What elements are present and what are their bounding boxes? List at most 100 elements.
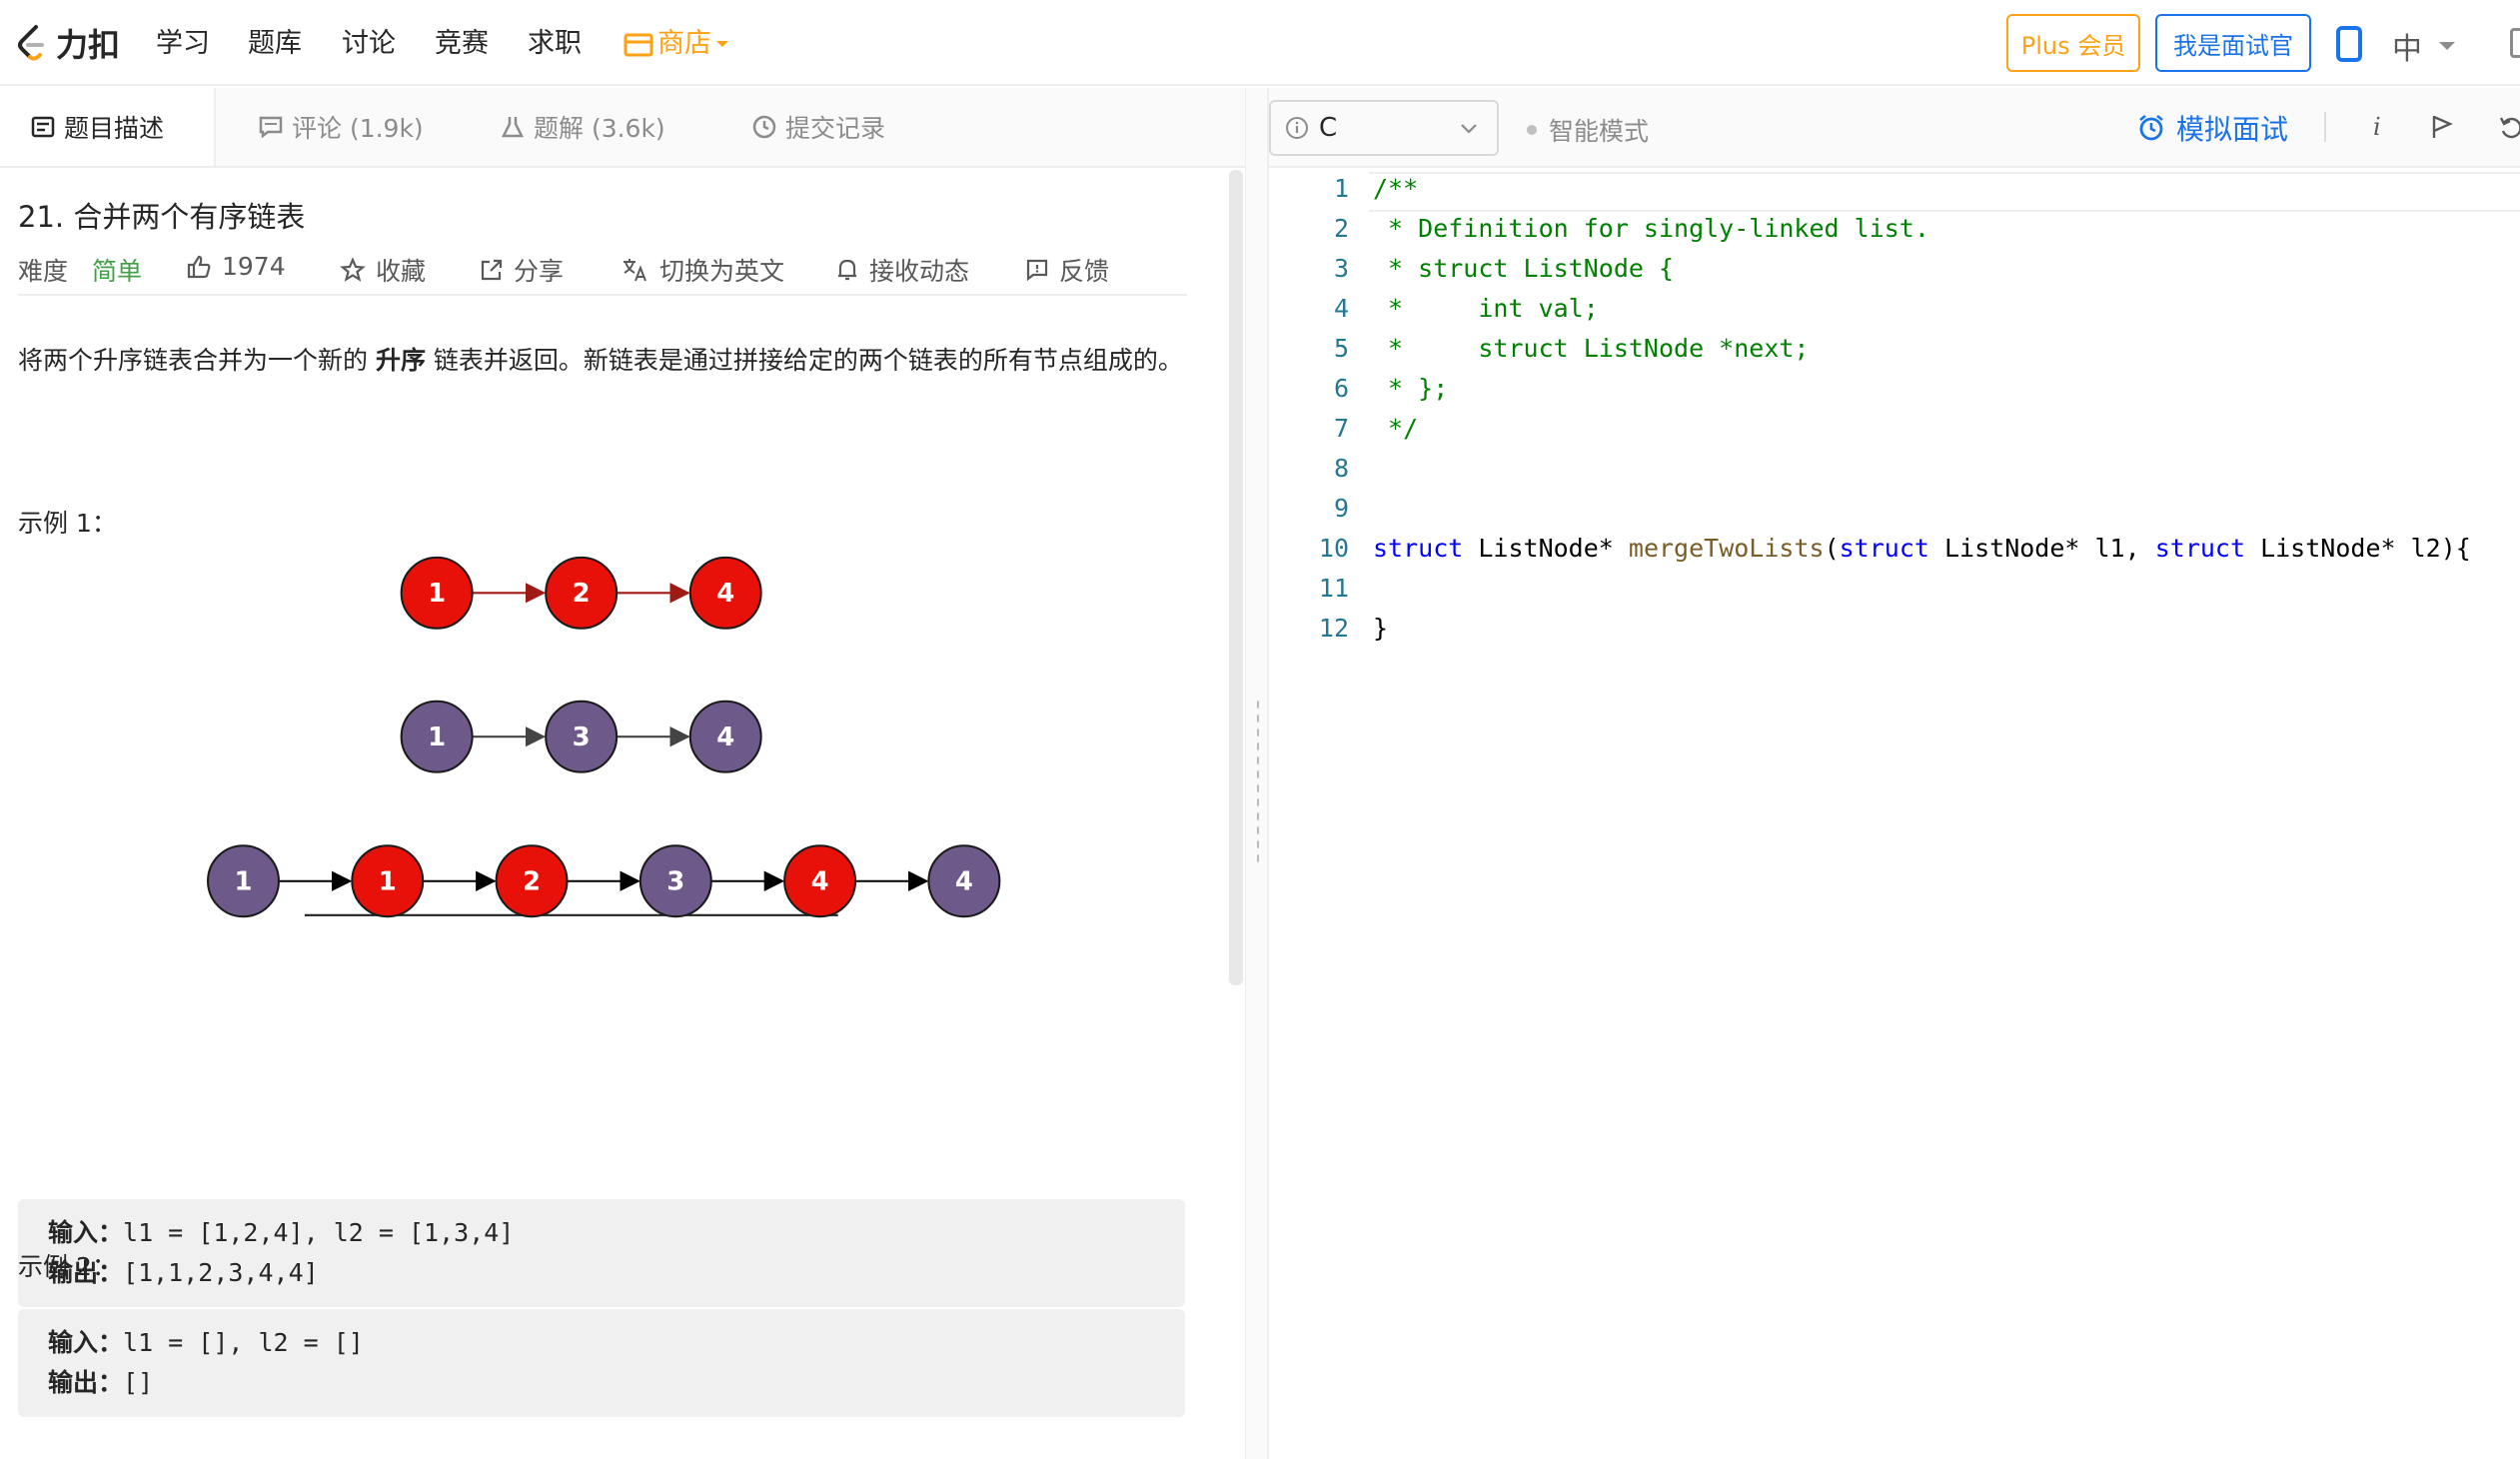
list1-node [400,556,474,630]
tab-label: 题解 (3.6k) [534,114,665,143]
language-label: 中 [2392,32,2422,67]
tab-comments[interactable]: 评论 (1.9k) [258,88,424,166]
translate-icon [624,259,646,282]
difficulty-value: 简单 [92,257,143,286]
output-key: 输出： [48,1368,124,1397]
line-number: 9 [1333,494,1349,523]
brand-name: 力扣 [56,26,121,64]
alarm-clock-icon [2139,114,2163,141]
star-icon [340,257,366,282]
mobile-icon[interactable] [2336,26,2362,62]
nav-item-contest[interactable]: 竞赛 [435,28,489,59]
merged-node [638,844,712,918]
line-number: 2 [1333,214,1349,243]
example-1-input: 输入：l1 = [1,2,4], l2 = [1,3,4] [48,1213,1155,1253]
feedback-button[interactable]: 反馈 [1025,252,1109,288]
line-number: 4 [1333,294,1349,323]
tab-description[interactable]: 题目描述 [0,88,216,166]
mock-interview-button[interactable]: 模拟面试 [2136,108,2288,148]
store-icon [624,33,653,57]
merged-node [207,844,280,918]
language-select[interactable]: C [1269,100,1499,156]
difficulty-label: 难度 [18,257,69,286]
reset-icon[interactable] [2498,113,2520,141]
editor-toolbar: C 智能模式 模拟面试 i [1269,88,2520,168]
tab-submissions[interactable]: 提交记录 [751,88,885,166]
nav-item-problems[interactable]: 题库 [248,28,302,59]
code-line: * int val; [1373,294,1599,323]
leetcode-logo-icon [18,25,44,61]
example-2-input: 输入：l1 = [], l2 = [] [48,1323,1155,1363]
merged-node [351,844,425,918]
panel-splitter[interactable] [1245,88,1269,1459]
share-button[interactable]: 分享 [480,252,564,288]
example-1-label: 示例 1： [18,509,117,538]
desc-text: 链表并返回。新链表是通过拼接给定的两个链表的所有节点组成的。 [425,346,1183,375]
line-number: 11 [1318,574,1349,603]
language-value: C [1319,113,1338,143]
flask-icon [500,114,526,140]
nav-item-jobs[interactable]: 求职 [528,28,582,59]
merged-node [495,844,569,918]
favorite-button[interactable]: 收藏 [340,252,426,288]
merged-node [783,844,857,918]
status-dot [1527,125,1537,135]
caret-down-icon [2439,42,2455,50]
problem-title: 21. 合并两个有序链表 [18,200,306,234]
share-label: 分享 [514,257,565,286]
language-switch[interactable]: 中 [2392,24,2456,68]
tab-label: 评论 (1.9k) [292,114,424,143]
interviewer-button[interactable]: 我是面试官 [2155,14,2311,72]
tab-solutions[interactable]: 题解 (3.6k) [500,88,665,166]
problem-panel: 21. 合并两个有序链表 难度 简单 1974 收藏 分享 切换为英文 接收动态 [0,170,1221,1459]
merged-node-value: 3 [666,867,684,897]
mock-interview-label: 模拟面试 [2176,113,2289,146]
problem-tabs: 题目描述 评论 (1.9k) 题解 (3.6k) 提交记录 [0,88,1245,168]
input-value: l1 = [1,2,4], l2 = [1,3,4] [123,1218,515,1247]
logo[interactable]: 力扣 [14,20,120,66]
merged-node-value: 1 [379,867,397,897]
example-2-output: 输出：[] [48,1363,1155,1403]
input-key: 输入： [48,1328,124,1357]
info-italic-icon[interactable]: i [2370,113,2386,141]
bell-icon [838,259,856,281]
line-number: 6 [1333,374,1349,403]
top-navbar: 力扣 学习 题库 讨论 竞赛 求职 商店 Plus 会员 我是面试官 中 [0,0,2520,86]
comment-icon [258,114,284,140]
line-number: 3 [1333,254,1349,283]
nav-item-discuss[interactable]: 讨论 [342,28,396,59]
plus-member-button[interactable]: Plus 会员 [2006,14,2140,72]
flag-icon[interactable] [2430,113,2454,141]
line-number: 1 [1333,174,1349,203]
list2-node [545,700,619,773]
follow-updates-button[interactable]: 接收动态 [835,252,969,288]
input-key: 输入： [48,1218,124,1247]
nav-item-learn[interactable]: 学习 [156,28,210,59]
feedback-icon [1026,259,1048,282]
output-key: 输出： [48,1258,124,1287]
switch-english-label: 切换为英文 [659,257,785,286]
thumbs-up-icon [187,255,211,278]
example-1-box: 输入：l1 = [1,2,4], l2 = [1,3,4] 输出：[1,1,2,… [18,1199,1185,1307]
tab-label: 提交记录 [785,114,886,143]
input-value: l1 = [], l2 = [] [123,1328,364,1357]
nav-item-store[interactable]: 商店 [624,24,729,64]
scrollbar[interactable] [1229,170,1243,985]
output-value: [] [123,1368,154,1397]
line-number: 10 [1318,534,1349,563]
caret-down-icon [716,41,728,47]
list1-node-value: 2 [573,579,591,609]
line-number: 5 [1333,334,1349,363]
smart-mode-toggle[interactable]: 智能模式 [1527,112,1649,148]
switch-english-button[interactable]: 切换为英文 [622,252,784,288]
difficulty: 难度 简单 [18,252,142,288]
list1-node-value: 1 [428,579,446,609]
info-icon [1286,117,1308,139]
tab-label: 题目描述 [64,114,165,143]
panel-icon[interactable] [2510,28,2520,58]
divider [2324,112,2326,142]
like-button[interactable]: 1974 [186,252,286,281]
list2-node-value: 1 [428,723,446,752]
line-number: 12 [1318,614,1349,643]
